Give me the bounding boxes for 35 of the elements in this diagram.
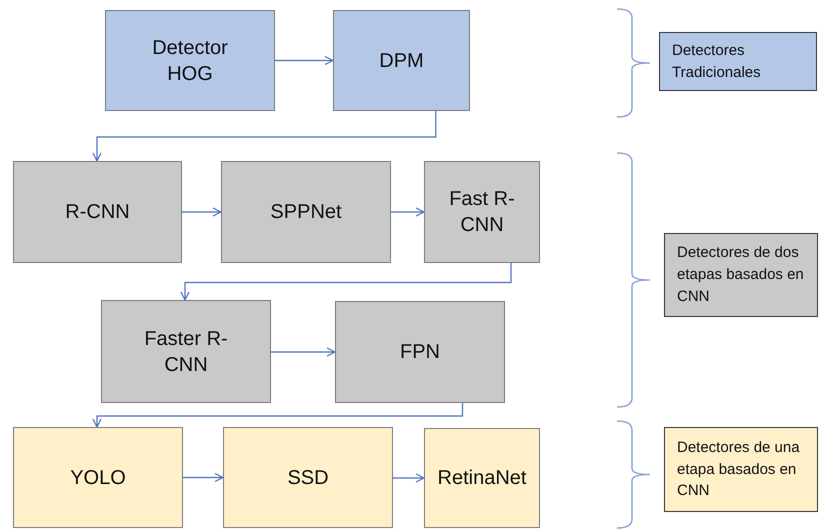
arrow [182,207,222,217]
process-box [223,427,393,528]
process-box [335,301,505,403]
process-box [13,161,182,263]
arrow [393,473,425,483]
node-label: YOLO [70,466,126,490]
arrow [92,111,436,162]
node-label: Detectores de dos etapas basados en CNN [677,243,805,307]
process-box [105,10,275,111]
node-label: Detectores de una etapa basados en CNN [677,438,801,502]
arrow [180,263,512,301]
node-label: FPN [400,340,440,365]
process-box [13,427,183,528]
node-label: SSD [287,466,329,490]
arrow [391,207,425,217]
process-box [333,10,470,111]
node-label: SPPNet [270,200,342,225]
process-box [424,428,540,528]
category-box [664,233,818,317]
arrow [271,347,336,357]
node-label: RetinaNet [438,466,526,491]
category-box [659,32,817,91]
process-box [221,161,391,263]
process-box [424,161,540,263]
category-box [664,427,818,512]
node-label: Detectores Tradicionales [672,40,762,82]
node-label: R-CNN [65,200,130,225]
node-label: Faster R-CNN [143,326,229,378]
node-label: Fast R-CNN [448,187,516,238]
node-label: DPM [379,48,424,74]
arrow [275,56,334,66]
process-box [101,300,271,403]
node-label: Detector HOG [151,36,229,86]
arrow [183,472,224,482]
arrow [92,403,464,428]
